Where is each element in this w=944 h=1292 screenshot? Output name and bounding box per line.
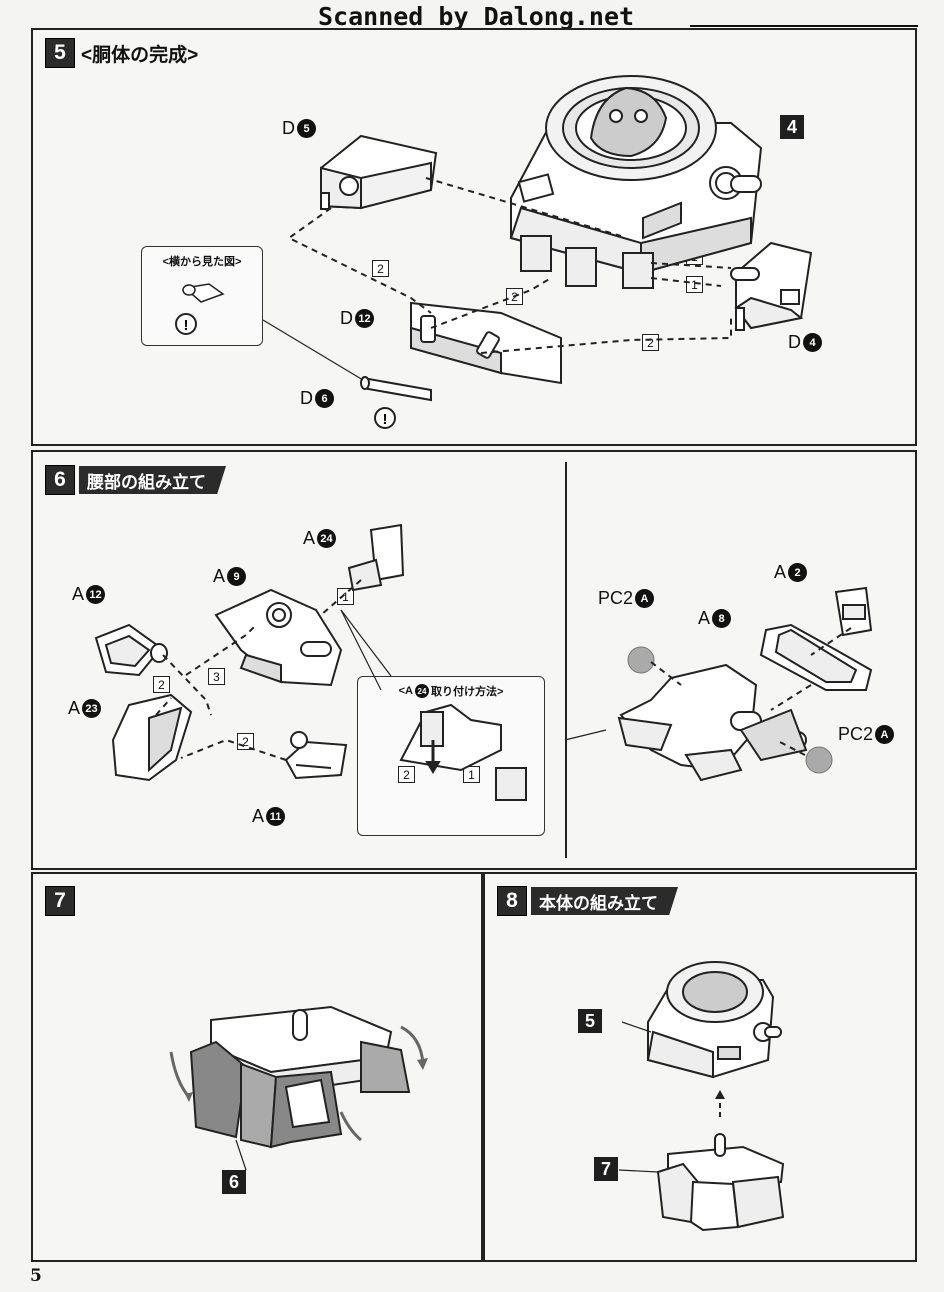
sequence-marker: 2 — [372, 260, 389, 277]
part-letter: A — [68, 698, 81, 718]
waist-unit-drawing — [656, 1133, 785, 1232]
part-number-badge: 24 — [317, 529, 337, 548]
watermark-underline — [690, 25, 918, 27]
part-label-a8: A 8 — [698, 608, 732, 629]
part-letter: A — [698, 608, 711, 628]
part-a11-drawing — [284, 731, 348, 780]
part-number-badge: A — [875, 725, 895, 744]
part-label-a11: A 11 — [252, 806, 286, 827]
assembly-callout-6: 6 — [222, 1170, 246, 1194]
poly-cap-left — [627, 646, 655, 674]
sequence-marker: 2 — [153, 676, 170, 693]
step5-number: 5 — [45, 38, 75, 68]
step5-header: 5 <胴体の完成> — [45, 38, 198, 68]
part-label-a12: A 12 — [72, 584, 106, 605]
part-letter: A — [252, 806, 265, 826]
part-number-badge: A — [635, 589, 655, 608]
part-d6-drawing — [360, 376, 432, 402]
part-d5-drawing — [320, 134, 438, 210]
step6-title: 腰部の組み立て — [79, 466, 226, 494]
sequence-marker: 1 — [337, 588, 354, 605]
a24-mounting-drawing — [399, 703, 527, 801]
part-letter: D — [300, 388, 313, 408]
side-view-title: <横から見た図> — [162, 256, 242, 268]
part-number-badge: 4 — [803, 333, 822, 352]
notice-icon: ! — [184, 317, 189, 334]
part-a2-drawing — [834, 586, 873, 637]
part-letter: PC2 — [838, 724, 874, 744]
part-letter: D — [788, 332, 801, 352]
part-a9-drawing — [214, 588, 343, 687]
part-label-a23: A 23 — [68, 698, 102, 719]
torso-assembly-drawing — [646, 961, 782, 1079]
step7-number: 7 — [45, 886, 75, 916]
sequence-marker: 1 — [463, 766, 480, 783]
part-number-badge: 2 — [788, 563, 808, 582]
step8-number: 8 — [497, 886, 527, 916]
part-number-badge: 11 — [266, 807, 286, 826]
waist-assembly-drawing — [617, 663, 808, 782]
part-label-a2: A 2 — [774, 562, 808, 583]
part-number-badge: 12 — [355, 309, 374, 328]
assembly-callout-4: 4 — [780, 115, 804, 139]
part-label-a24: A 24 — [303, 528, 337, 549]
step6-diagram — [94, 523, 873, 801]
part-number-badge: 12 — [86, 585, 106, 604]
part-number-badge: 24 — [414, 684, 429, 698]
page-number: 5 — [30, 1266, 42, 1286]
part-number-badge: 8 — [712, 609, 732, 628]
part-letter: A — [72, 584, 85, 604]
torso-body-drawing — [509, 75, 763, 289]
step8-header: 8 本体の組み立て — [497, 886, 678, 916]
part-number-badge: 9 — [227, 567, 247, 586]
part-a12-drawing — [94, 623, 168, 677]
side-view-drawing: ! — [175, 283, 225, 335]
step7-diagram — [169, 1005, 428, 1171]
part-letter: A — [774, 562, 787, 582]
part-label-pc2a-left: PC2 A — [598, 588, 655, 609]
part-letter: A — [213, 566, 226, 586]
step6-number: 6 — [45, 465, 75, 495]
part-d4-drawing — [730, 241, 813, 331]
part-letter: A — [303, 528, 316, 548]
step6-divider — [565, 462, 567, 858]
assembly-guide-lines — [155, 579, 852, 761]
part-letter: D — [282, 118, 295, 138]
sequence-marker: 2 — [398, 766, 415, 783]
part-number-badge: 23 — [82, 699, 102, 718]
part-letter: PC2 — [598, 588, 634, 608]
scanner-watermark: Scanned by Dalong.net — [318, 2, 635, 31]
part-label-d5: D 5 — [282, 118, 316, 139]
part-label-pc2a-right: PC2 A — [838, 724, 895, 745]
step5-title: <胴体の完成> — [81, 44, 199, 66]
inset-title-prefix: <A — [398, 685, 413, 697]
step8-diagram — [618, 961, 785, 1232]
sequence-marker: 1 — [686, 276, 703, 293]
part-d12-drawing — [410, 301, 562, 385]
step7-header: 7 — [45, 886, 75, 916]
part-number-badge: 5 — [297, 119, 316, 138]
part-number-badge: 6 — [315, 389, 334, 408]
inset-title-suffix: 取り付け方法> — [430, 686, 504, 698]
a24-mounting-title: <A 24 取り付け方法> — [358, 683, 544, 699]
notice-icon: ! — [383, 411, 388, 428]
assembly-callout-7: 7 — [594, 1157, 618, 1181]
part-label-d6: D 6 — [300, 388, 334, 409]
poly-cap-right — [805, 746, 833, 774]
part-label-d12: D 12 — [340, 308, 374, 329]
part-label-a9: A 9 — [213, 566, 247, 587]
part-letter: D — [340, 308, 353, 328]
step8-title: 本体の組み立て — [531, 887, 678, 915]
sequence-marker: 2 — [642, 334, 659, 351]
sequence-marker: 3 — [208, 668, 225, 685]
part-a23-drawing — [111, 693, 193, 782]
step6-header: 6 腰部の組み立て — [45, 465, 226, 495]
step5-diagram: ! — [262, 75, 813, 429]
part-label-d4: D 4 — [788, 332, 822, 353]
assembly-callout-5: 5 — [578, 1009, 602, 1033]
part-a24-drawing — [347, 523, 405, 592]
step5-panel — [31, 28, 917, 446]
part-a8-drawing — [759, 623, 873, 691]
assembly-guide-lines — [287, 177, 732, 354]
